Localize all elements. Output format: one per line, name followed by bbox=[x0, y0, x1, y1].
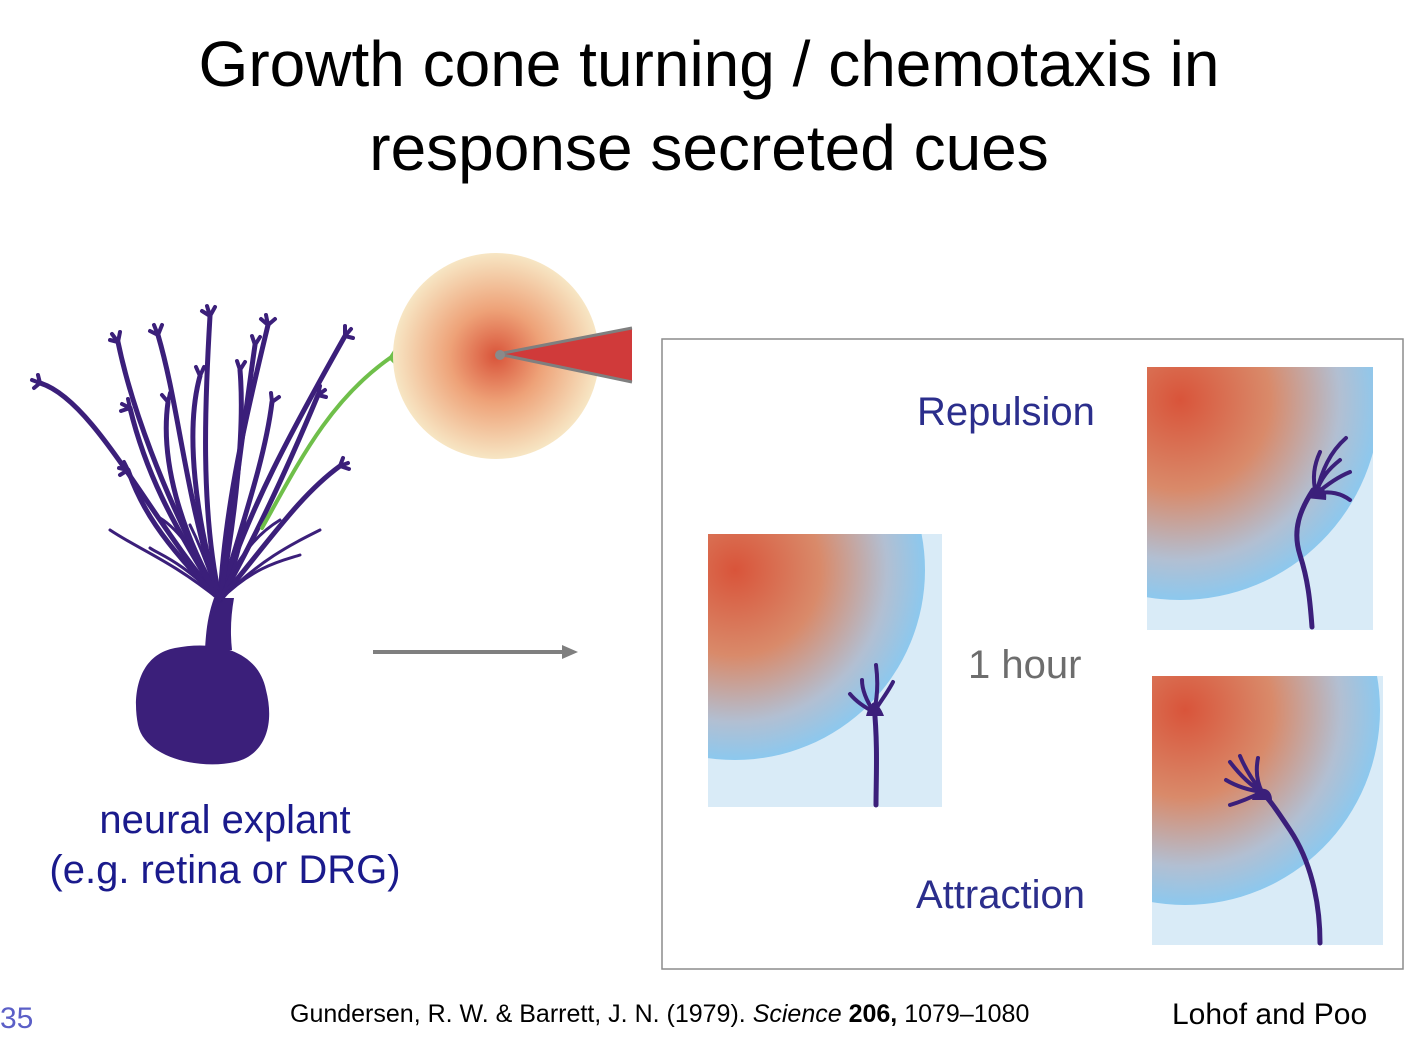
citation-pages: 1079–1080 bbox=[904, 1000, 1030, 1028]
explant-label-line-2: (e.g. retina or DRG) bbox=[49, 848, 401, 892]
slide-number: 35 bbox=[0, 1002, 34, 1035]
outcome-panel bbox=[661, 338, 1404, 970]
explant-label-line-1: neural explant bbox=[99, 798, 351, 842]
explant-label: neural explant (e.g. retina or DRG) bbox=[0, 795, 450, 895]
citation: Gundersen, R. W. & Barrett, J. N. (1979)… bbox=[290, 1000, 1029, 1029]
slide-title-line-2: response secreted cues bbox=[369, 112, 1049, 184]
pipette bbox=[498, 328, 632, 382]
image-credit: Lohof and Poo bbox=[1172, 998, 1368, 1031]
explant-cell-body bbox=[135, 645, 270, 765]
responding-axon bbox=[260, 356, 392, 530]
neural-explant bbox=[30, 304, 401, 765]
attraction-state-panel bbox=[1152, 676, 1383, 946]
slide-title: Growth cone turning / chemotaxis in resp… bbox=[0, 22, 1418, 190]
time-arrow bbox=[373, 645, 578, 659]
slide-title-line-1: Growth cone turning / chemotaxis in bbox=[198, 28, 1220, 100]
repulsion-state-panel bbox=[1147, 367, 1373, 630]
citation-authors: Gundersen, R. W. & Barrett, J. N. (1979)… bbox=[290, 1000, 746, 1028]
attraction-label: Attraction bbox=[916, 873, 1085, 917]
repulsion-label: Repulsion bbox=[917, 390, 1095, 434]
citation-journal: Science bbox=[752, 1000, 842, 1028]
initial-state-panel bbox=[708, 534, 942, 808]
citation-volume: 206, bbox=[848, 1000, 898, 1028]
time-label: 1 hour bbox=[968, 643, 1082, 687]
